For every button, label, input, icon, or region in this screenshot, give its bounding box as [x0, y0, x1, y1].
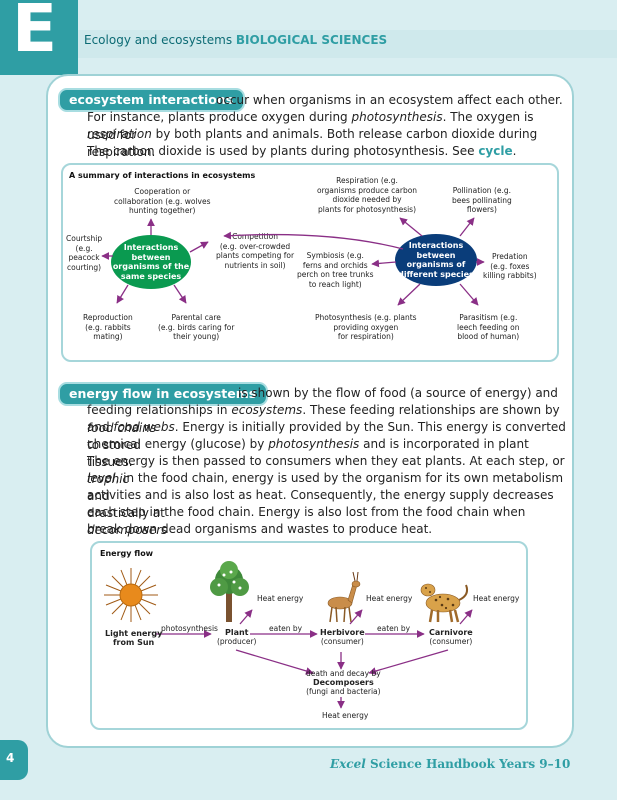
energy-flow-arrows	[156, 609, 473, 709]
sun-icon	[104, 568, 158, 622]
section2-line5: The energy is then passed to consumers w…	[87, 454, 565, 486]
section2-line1: is shown by the flow of food (a source o…	[238, 386, 558, 400]
carnivore-label: Carnivore(consumer)	[429, 628, 473, 646]
plant-label: Plant(producer)	[217, 628, 257, 646]
page-number: 4	[6, 751, 15, 765]
book-title: Excel Science Handbook Years 9–10	[330, 757, 571, 771]
section1-line4: The carbon dioxide is used by plants dur…	[87, 144, 517, 158]
energy-flow-title: Energy flow	[100, 549, 154, 558]
header-title: Ecology and ecosystems BIOLOGICAL SCIENC…	[84, 33, 387, 47]
section1-line2: For instance, plants produce oxygen duri…	[87, 110, 534, 142]
antelope-icon	[327, 571, 361, 623]
section-letter: E	[12, 0, 58, 67]
section1-line1: occur when organisms in an ecosystem aff…	[216, 93, 563, 107]
section2-line4: chemical energy (glucose) by photosynthe…	[87, 437, 529, 469]
eaten-by-label-1: eaten by	[269, 624, 303, 633]
header-strip	[78, 30, 617, 58]
section1-line3: respiration by both plants and animals. …	[87, 127, 538, 159]
term-energy-flow: energy flow in ecosystems	[58, 382, 269, 406]
page-number-tab	[0, 740, 28, 780]
eaten-by-label-2: eaten by	[377, 624, 411, 633]
section2-line2: feeding relationships in ecosystems. The…	[87, 403, 560, 435]
label-respiration: Respiration (e.g.organisms produce carbo…	[317, 176, 418, 214]
cycle-link[interactable]: cycle	[478, 144, 513, 158]
heat-energy-decomposers: Heat energy	[322, 711, 369, 720]
section2-line9: break down dead organisms and wastes to …	[87, 522, 433, 536]
header-topic: Ecology and ecosystems	[84, 33, 233, 47]
section2-line6: level, in the food chain, energy is used…	[87, 471, 564, 503]
section2-line8: each step in the food chain. Energy is a…	[87, 505, 526, 537]
section2-line7: activities and is also lost as heat. Con…	[87, 488, 554, 520]
leopard-icon	[420, 583, 469, 623]
term-ecosystem-interactions: ecosystem interactions	[58, 88, 246, 112]
energy-flow-diagram	[90, 541, 528, 730]
heat-energy-carnivore: Heat energy	[473, 594, 520, 603]
header-subject: BIOLOGICAL SCIENCES	[235, 33, 388, 47]
interaction-arrows	[101, 217, 485, 306]
section-letter-tab: E	[0, 0, 78, 75]
section2-line3: and food webs. Energy is initially provi…	[87, 420, 566, 452]
tree-icon	[210, 561, 249, 622]
heat-energy-plant: Heat energy	[257, 594, 304, 603]
heat-energy-herbivore: Heat energy	[366, 594, 413, 603]
photosynthesis-arrow-label: photosynthesis	[161, 624, 218, 633]
interactions-diagram-title: A summary of interactions in ecosystems	[69, 171, 256, 180]
herbivore-label: Herbivore(consumer)	[320, 628, 365, 646]
